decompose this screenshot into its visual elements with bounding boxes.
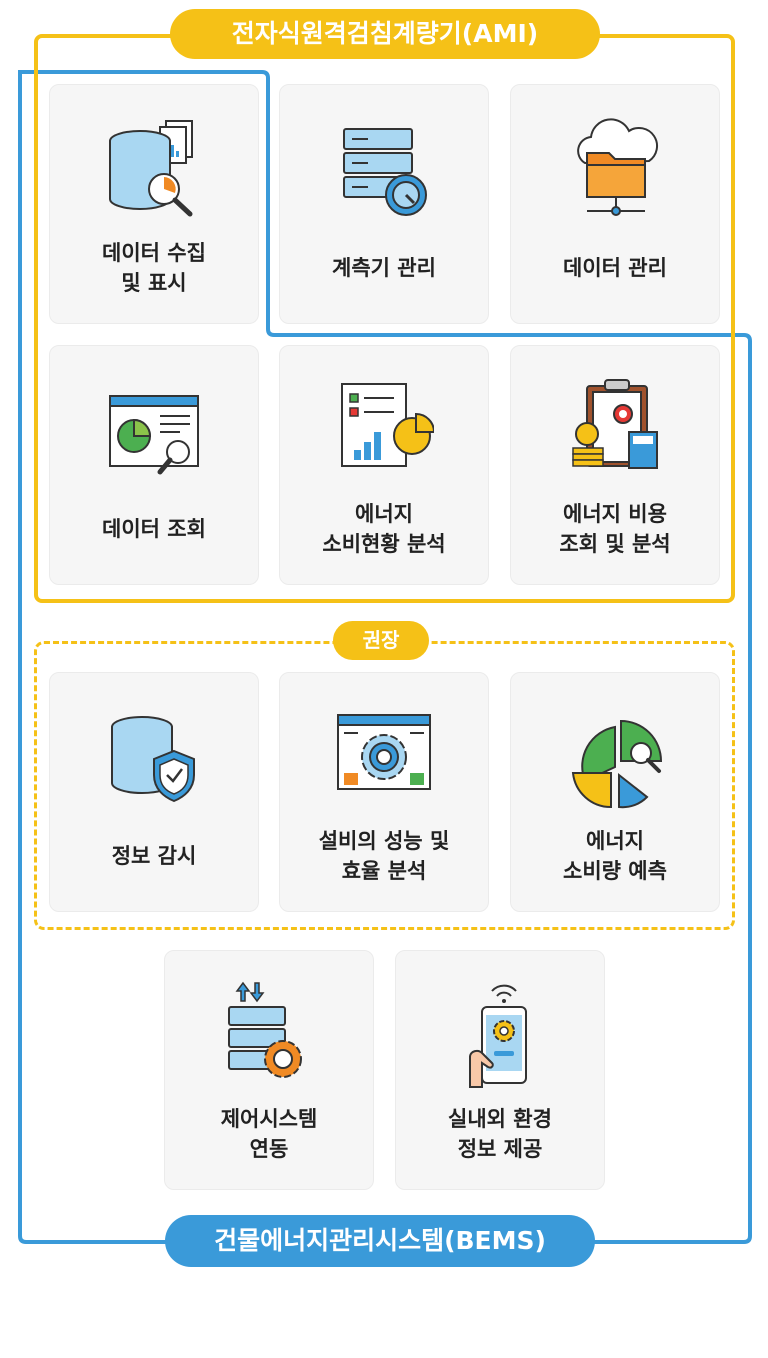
database-shield-icon — [111, 716, 195, 803]
report-chart-icon — [341, 383, 434, 467]
card-label: 계측기 관리 — [332, 256, 436, 280]
card-energy-consumption-forecast: 에너지 소비량 예측 — [510, 672, 720, 912]
card-energy-consumption-analysis: 에너지 소비현황 분석 — [279, 345, 489, 585]
cloud-folder-icon — [577, 118, 658, 216]
card-meter-management: 계측기 관리 — [279, 84, 489, 324]
card-label: 에너지 비용 조회 및 분석 — [559, 502, 671, 556]
card-label: 설비의 성능 및 효율 분석 — [318, 829, 450, 883]
ami-title-badge: 전자식원격검침계량기(AMI) — [170, 9, 600, 59]
server-sync-gear-icon — [228, 981, 302, 1078]
card-environment-information: 실내외 환경 정보 제공 — [395, 950, 605, 1190]
smartphone-settings-icon — [469, 984, 527, 1088]
card-label: 데이터 수집 및 표시 — [102, 241, 206, 295]
card-label: 제어시스템 연동 — [220, 1107, 318, 1161]
card-information-monitoring: 정보 감시 — [49, 672, 259, 912]
recommended-badge: 권장 — [333, 621, 429, 660]
card-label: 에너지 소비현황 분석 — [322, 502, 446, 556]
server-gauge-icon — [343, 128, 427, 216]
gear-dashboard-icon — [337, 714, 431, 790]
card-energy-cost-analysis: 에너지 비용 조회 및 분석 — [510, 345, 720, 585]
card-label: 정보 감시 — [111, 844, 197, 868]
card-label: 에너지 소비량 예측 — [563, 829, 667, 883]
card-data-management: 데이터 관리 — [510, 84, 720, 324]
card-label: 데이터 조회 — [102, 517, 206, 541]
card-equipment-efficiency-analysis: 설비의 성능 및 효율 분석 — [279, 672, 489, 912]
card-control-system-integration: 제어시스템 연동 — [164, 950, 374, 1190]
chart-window-search-icon — [109, 395, 199, 475]
card-label: 데이터 관리 — [563, 256, 667, 280]
card-data-query: 데이터 조회 — [49, 345, 259, 585]
pie-chart-search-icon — [571, 719, 663, 809]
card-label: 실내외 환경 정보 제공 — [448, 1107, 552, 1161]
clipboard-cost-icon — [572, 379, 658, 469]
database-analysis-icon — [109, 120, 193, 217]
bems-title-badge: 건물에너지관리시스템(BEMS) — [165, 1215, 595, 1267]
card-data-collection: 데이터 수집 및 표시 — [49, 84, 259, 324]
